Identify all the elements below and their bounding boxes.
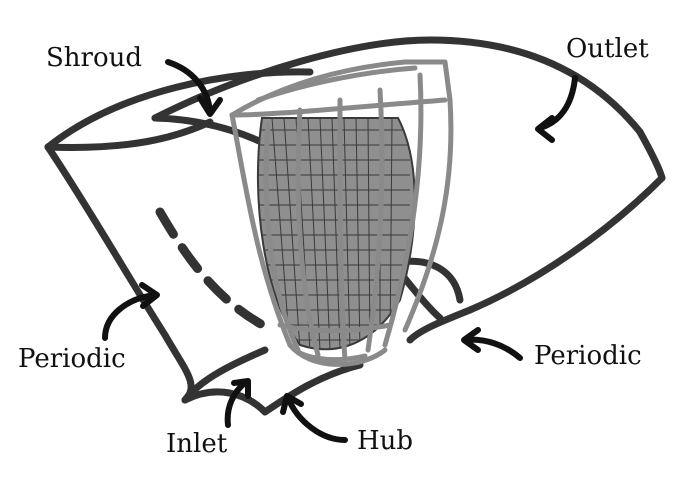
edge-right-outlet	[636, 128, 666, 182]
label-periodic-right: Periodic	[534, 341, 642, 371]
label-shroud: Shroud	[46, 43, 143, 73]
edge-left-periodic	[44, 143, 195, 404]
blade-surface	[256, 117, 416, 351]
arrow-outlet	[535, 75, 578, 143]
label-inlet: Inlet	[166, 429, 228, 459]
arrow-periodic-right	[461, 327, 523, 361]
edge-bottom-front	[181, 361, 364, 416]
label-periodic-left: Periodic	[18, 344, 126, 374]
dashed-periodic-line	[155, 207, 273, 333]
arrow-periodic-left	[102, 282, 160, 341]
edge-right-lower	[406, 174, 666, 344]
edge-left-mid	[44, 118, 214, 151]
edge-hub-inner	[181, 346, 269, 404]
label-hub: Hub	[357, 426, 414, 456]
arrow-inlet	[224, 378, 251, 428]
arrow-shroud	[165, 59, 223, 117]
edge-top-left	[44, 68, 314, 151]
blade-cage	[229, 59, 454, 367]
arrow-hub	[280, 393, 348, 443]
label-outlet: Outlet	[566, 34, 649, 64]
edge-outlet-top	[151, 36, 644, 136]
annotation-arrows	[102, 59, 578, 443]
